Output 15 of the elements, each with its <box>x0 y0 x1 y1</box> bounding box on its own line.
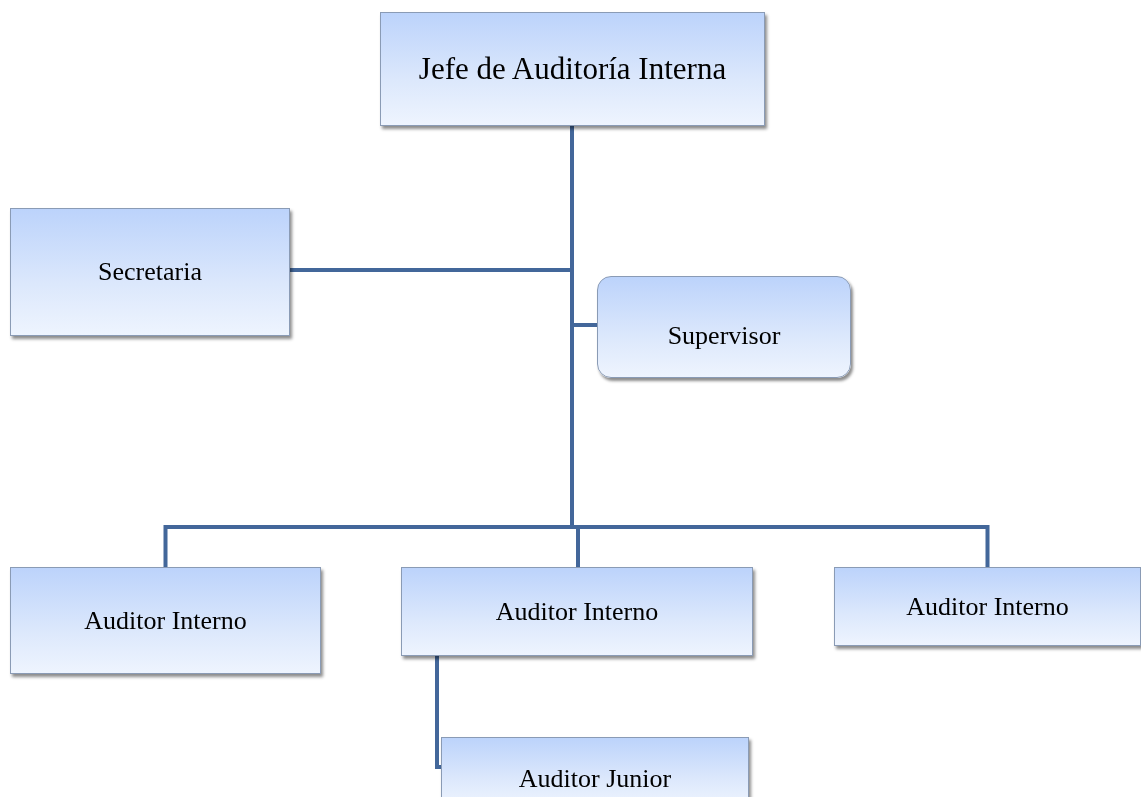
position-title: Auditor Interno <box>84 605 247 636</box>
position-title: Auditor Interno <box>906 591 1069 622</box>
org-box <box>441 737 749 797</box>
org-box <box>597 276 851 378</box>
org-box <box>834 567 1141 646</box>
position-title: Supervisor <box>667 321 781 351</box>
org-box <box>380 12 765 126</box>
org-box <box>401 567 753 656</box>
connector-line <box>435 656 441 769</box>
position-title: Jefe de Auditoría Interna <box>418 51 727 87</box>
position-title: Secretaria <box>98 257 202 287</box>
position-title: Auditor Interno <box>495 596 659 627</box>
org-box <box>10 208 290 336</box>
position-title: Auditor Junior <box>518 764 672 794</box>
org-box <box>10 567 321 674</box>
